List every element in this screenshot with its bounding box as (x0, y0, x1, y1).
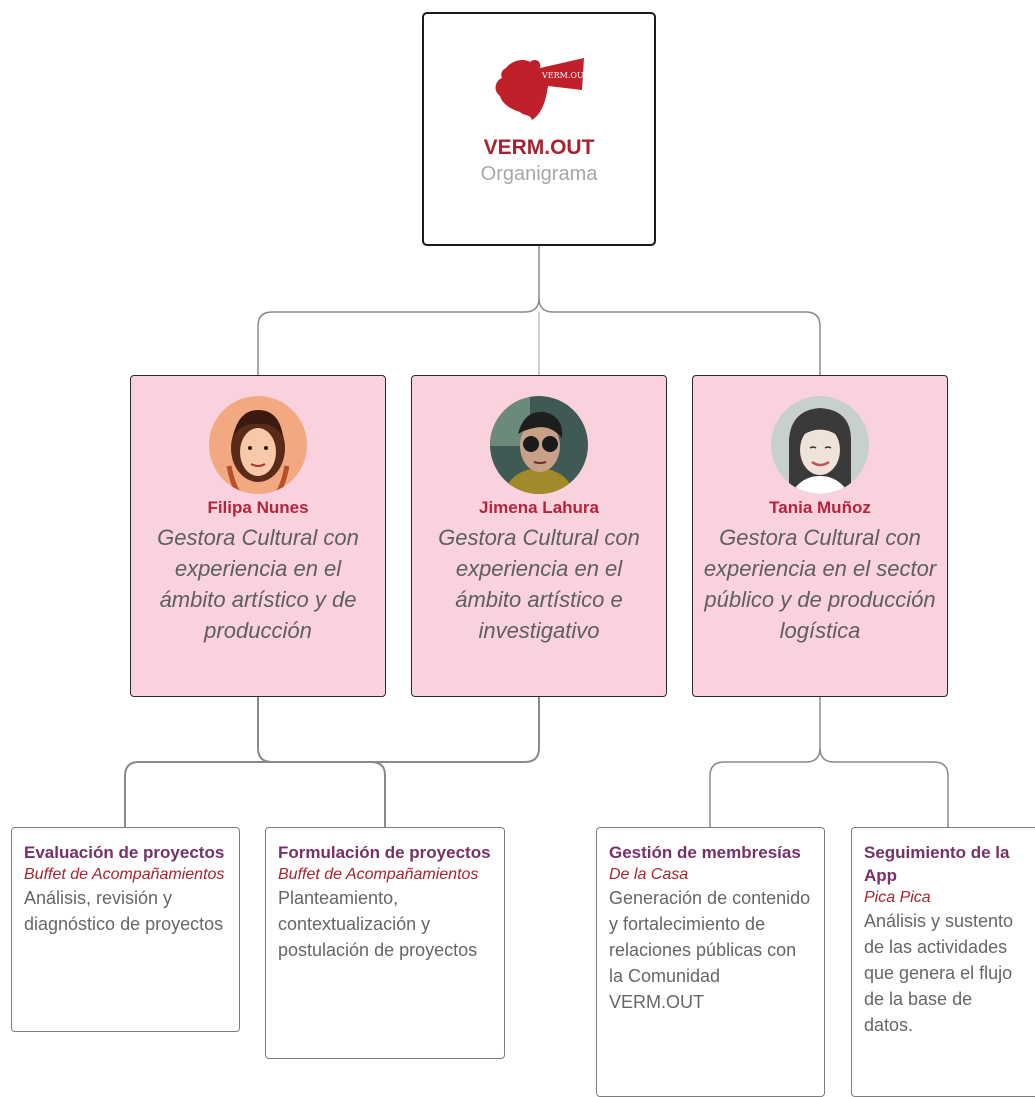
task-program: Buffet de Acompañamientos (24, 866, 225, 883)
task-card-formulacion: Formulación de proyectos Buffet de Acomp… (265, 827, 505, 1059)
member-role: Gestora Cultural con experiencia en el s… (703, 525, 937, 643)
task-card-evaluacion: Evaluación de proyectos Buffet de Acompa… (11, 827, 240, 1032)
member-card-tania: Tania Muñoz Gestora Cultural con experie… (692, 375, 948, 697)
logo-text: VERM.OUT (541, 71, 590, 80)
member-card-filipa: Filipa Nunes Gestora Cultural con experi… (130, 375, 386, 697)
task-card-app: Seguimiento de la App Pica Pica Análisis… (851, 827, 1035, 1097)
org-subtitle: Organigrama (480, 163, 598, 185)
member-name: Jimena Lahura (479, 498, 599, 517)
connector-member3-stem (709, 697, 821, 827)
member-name: Filipa Nunes (207, 498, 309, 517)
avatar (209, 396, 307, 494)
task-title: Evaluación de proyectos (24, 843, 225, 862)
member-role: Gestora Cultural con experiencia en el á… (157, 525, 359, 643)
org-root-card: VERM.OUT VERM.OUT Organigrama (422, 12, 656, 246)
avatar (490, 396, 588, 494)
task-title: Formulación de proyectos (278, 843, 491, 862)
connector-members-left (257, 697, 540, 763)
task-program: Buffet de Acompañamientos (278, 866, 479, 883)
connector-root-right (538, 297, 821, 375)
task-title: Gestión de membresías (609, 843, 801, 862)
avatar (771, 396, 869, 494)
vermout-logo-icon: VERM.OUT (495, 58, 590, 120)
member-name: Tania Muñoz (769, 498, 871, 517)
task-program: De la Casa (609, 866, 689, 883)
task-program: Pica Pica (864, 889, 931, 906)
portrait-sunglasses-icon (490, 396, 588, 494)
sketch-portrait-icon (771, 396, 869, 494)
task-description: Generación de contenido y fortalecimient… (609, 888, 811, 1012)
illustrated-portrait-icon (209, 396, 307, 494)
connector-member3-right (819, 747, 949, 827)
task-title: Seguimiento de la App (864, 843, 1010, 885)
task-description: Análisis, revisión y diagnóstico de proy… (24, 888, 224, 934)
member-card-jimena: Jimena Lahura Gestora Cultural con exper… (411, 375, 667, 697)
connector-root-stem (257, 246, 540, 375)
task-description: Planteamiento, contextualización y postu… (278, 888, 478, 960)
task-card-membresias: Gestión de membresías De la Casa Generac… (596, 827, 825, 1097)
member-role: Gestora Cultural con experiencia en el á… (438, 525, 640, 643)
connector-left-tasks (124, 761, 386, 827)
org-title: VERM.OUT (483, 136, 595, 159)
task-description: Análisis y sustento de las actividades q… (864, 911, 1014, 1035)
